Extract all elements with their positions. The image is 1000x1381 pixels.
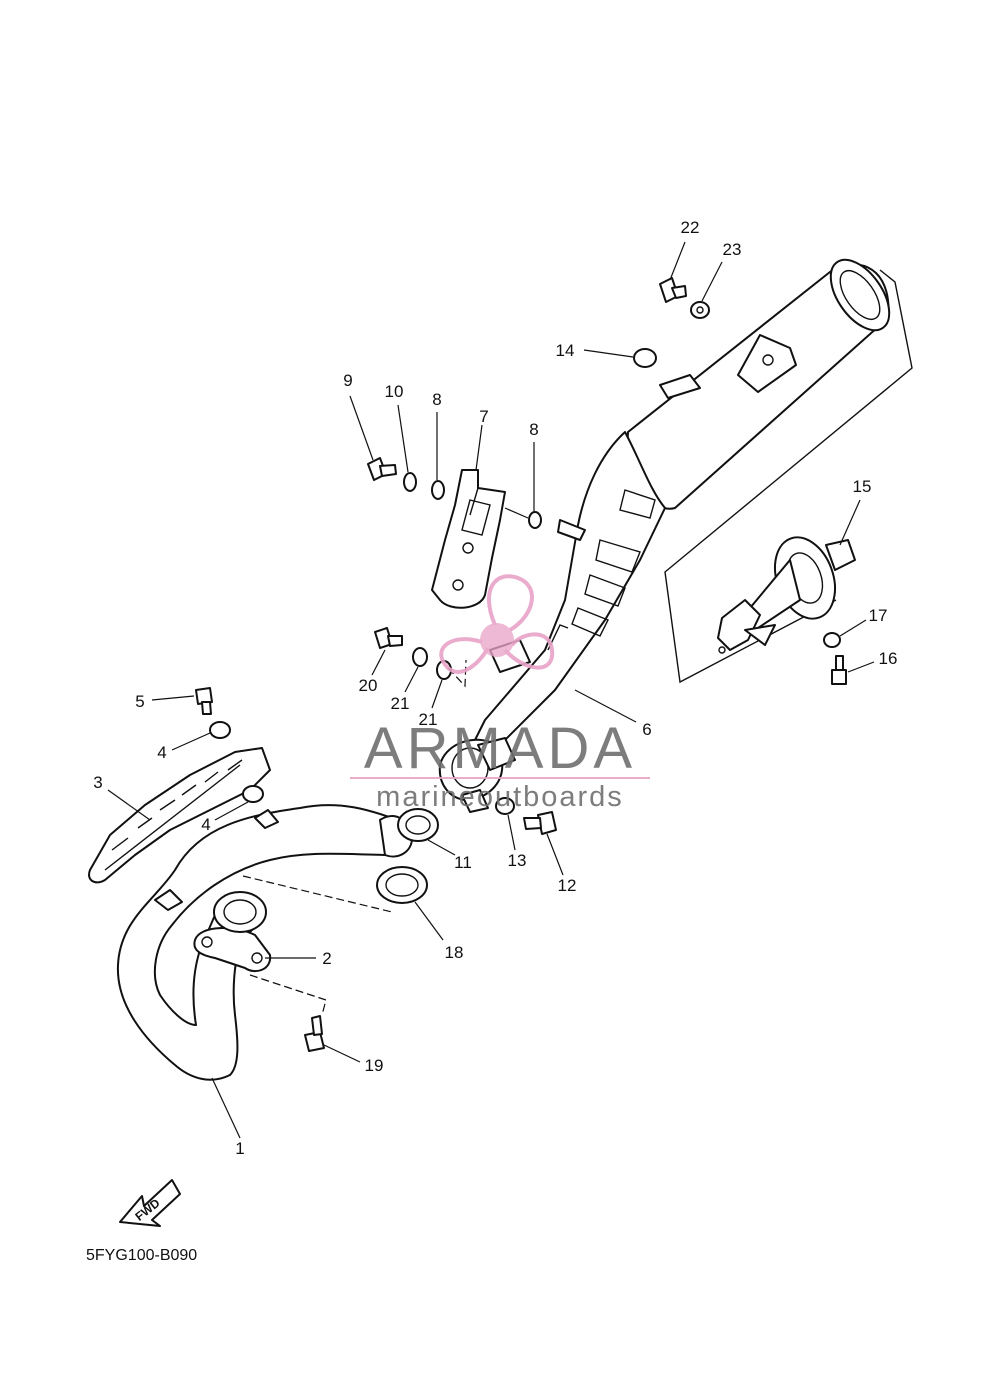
bolt-part-16: [831, 655, 875, 685]
callout-3: 3: [93, 773, 102, 792]
callout-8a: 8: [432, 390, 441, 409]
callout-11: 11: [454, 853, 472, 872]
washer-part-4a: [171, 721, 231, 751]
washer-part-8b: [528, 442, 542, 529]
bolt-part-9: [349, 395, 397, 481]
bolt-part-12: [523, 811, 564, 876]
gasket-part-18: [376, 866, 444, 941]
grommet-part-14: [583, 348, 657, 368]
washer-part-17: [823, 619, 867, 648]
callout-15: 15: [853, 477, 872, 496]
propeller-hub-icon: [480, 623, 514, 657]
callout-16: 16: [879, 649, 898, 668]
exhaust-pipe-part-1: [116, 804, 413, 1139]
callout-14: 14: [556, 341, 575, 360]
fwd-arrow-icon: FWD: [119, 1179, 181, 1227]
callout-6: 6: [642, 720, 651, 739]
muffler-part-6: [438, 258, 891, 813]
alignment-line-18: [242, 875, 393, 913]
washer-part-4b: [214, 785, 264, 821]
propeller-logo-icon: [439, 574, 555, 674]
callout-22: 22: [681, 218, 700, 237]
callout-8b: 8: [529, 420, 538, 439]
washer-part-13: [495, 797, 516, 851]
protector-part-3: [88, 747, 271, 884]
watermark-tagline: marineoutboards: [376, 781, 624, 813]
callout-4b: 4: [201, 815, 210, 834]
callout-23: 23: [723, 240, 742, 259]
callout-20: 20: [359, 676, 378, 695]
callout-21a: 21: [391, 694, 410, 713]
callout-1: 1: [235, 1139, 244, 1158]
bolt-part-19: [304, 1015, 361, 1063]
callout-13: 13: [508, 851, 527, 870]
callout-5: 5: [135, 692, 144, 711]
washer-part-10: [397, 404, 417, 492]
callout-18: 18: [445, 943, 464, 962]
bolt-part-5: [151, 687, 213, 715]
washer-part-21a: [404, 647, 428, 693]
callout-17: 17: [869, 606, 888, 625]
bolt-part-20: [371, 627, 403, 676]
callout-21b: 21: [419, 710, 438, 729]
callout-2: 2: [322, 949, 331, 968]
end-cap-part-15: [664, 269, 913, 684]
washer-part-23: [690, 261, 723, 319]
callout-12: 12: [558, 876, 577, 895]
gasket-part-11: [397, 808, 456, 856]
diagram-code: 5FYG100-B090: [86, 1247, 197, 1264]
washer-part-8a: [431, 412, 445, 500]
callout-19: 19: [365, 1056, 384, 1075]
callout-7: 7: [479, 407, 488, 426]
callout-4a: 4: [157, 743, 166, 762]
bolt-part-22: [659, 241, 687, 303]
watermark-brand: ARMADA: [364, 716, 636, 781]
callout-10: 10: [385, 382, 404, 401]
armada-watermark: ARMADA marineoutboards: [350, 574, 650, 813]
alignment-line-19: [249, 974, 327, 1016]
callout-9: 9: [343, 371, 352, 390]
bracket-part-7: [431, 424, 529, 609]
